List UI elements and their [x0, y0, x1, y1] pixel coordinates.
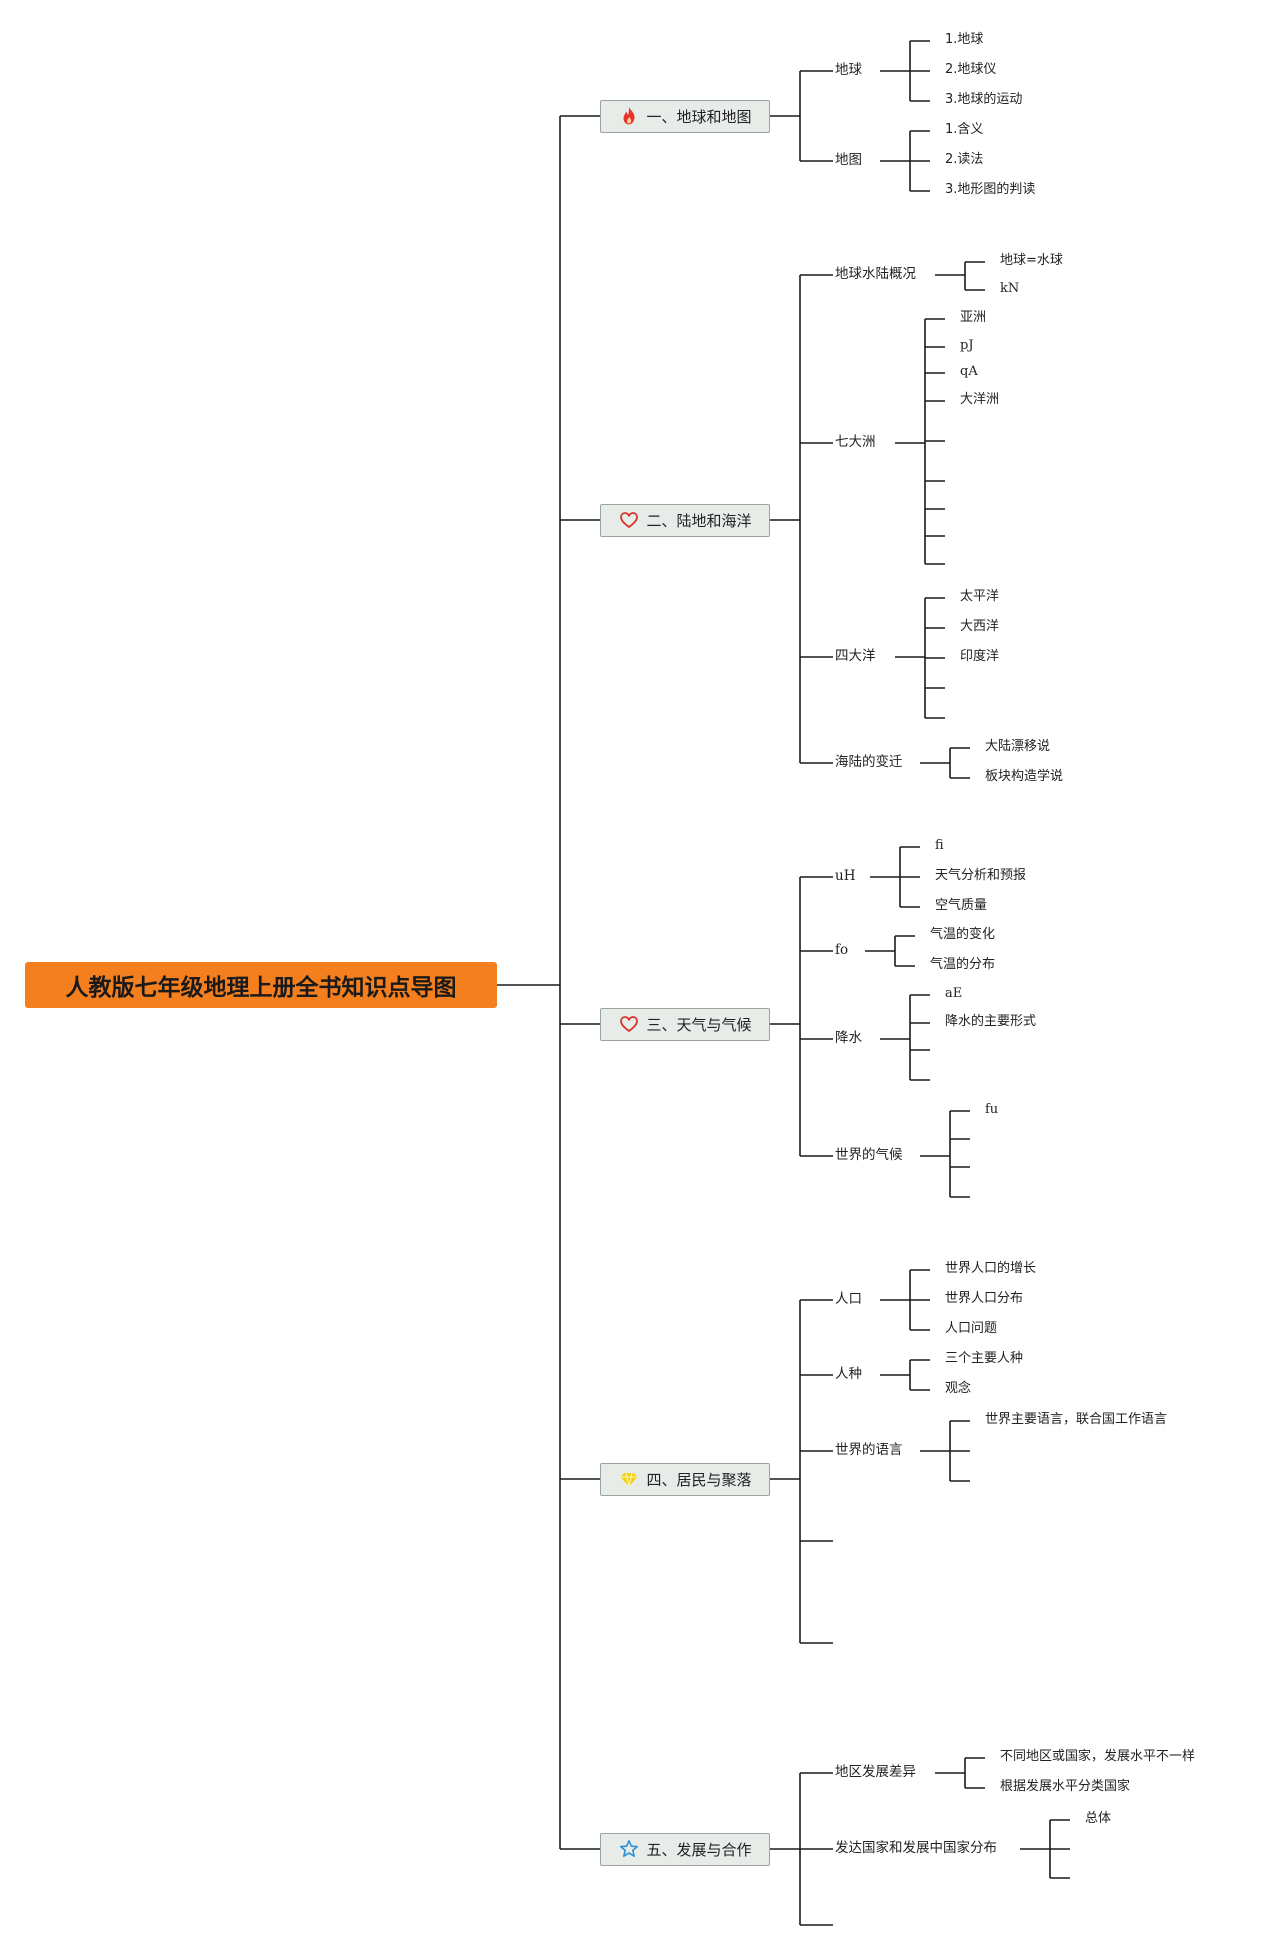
section-topic-4[interactable]: 四、居民与聚落 [600, 1462, 770, 1496]
leaf-topic[interactable]: 天气分析和预报 [935, 868, 1027, 883]
leaf-topic[interactable]: kN [1000, 281, 1020, 296]
leaf-topic[interactable]: 1.地球 [945, 32, 984, 47]
leaf-topic[interactable]: 大洋洲 [960, 392, 1000, 407]
section-topic-5[interactable]: 五、发展与合作 [600, 1832, 770, 1866]
section-topic-label: 五、发展与合作 [646, 1840, 752, 1859]
leaf-topic[interactable]: 板块构造学说 [985, 769, 1064, 784]
leaf-topic[interactable]: fu [985, 1102, 999, 1117]
subtopic[interactable]: 人口 [835, 1291, 862, 1307]
leaf-topic[interactable]: 人口问题 [945, 1321, 998, 1336]
leaf-topic[interactable]: 亚洲 [960, 310, 987, 325]
leaf-topic[interactable]: 2.读法 [945, 152, 984, 167]
leaf-topic[interactable]: pJ [960, 338, 974, 353]
leaf-topic[interactable]: 大西洋 [960, 619, 1000, 634]
fire-icon [618, 105, 640, 127]
subtopic[interactable]: 四大洋 [835, 648, 876, 664]
leaf-topic[interactable]: 大陆漂移说 [985, 739, 1051, 754]
section-topic-1[interactable]: 一、地球和地图 [600, 99, 770, 133]
gem-icon [618, 1468, 640, 1490]
heart-icon [618, 509, 640, 531]
leaf-topic[interactable]: 印度洋 [960, 649, 1000, 664]
subtopic[interactable]: uH [835, 868, 856, 884]
subtopic[interactable]: 地球水陆概况 [835, 266, 916, 282]
subtopic[interactable]: 世界的气候 [835, 1147, 903, 1163]
section-topic-label: 四、居民与聚落 [646, 1470, 752, 1489]
section-topic-label: 三、天气与气候 [646, 1015, 752, 1034]
leaf-topic[interactable]: 世界主要语言，联合国工作语言 [985, 1412, 1168, 1427]
leaf-topic[interactable]: 降水的主要形式 [945, 1014, 1037, 1029]
subtopic[interactable]: 人种 [835, 1366, 862, 1382]
leaf-topic[interactable]: 地球=水球 [1000, 253, 1063, 268]
subtopic[interactable]: 地球 [835, 62, 862, 78]
section-topic-label: 一、地球和地图 [646, 107, 752, 126]
subtopic[interactable]: 发达国家和发展中国家分布 [835, 1840, 997, 1856]
leaf-topic[interactable]: 3.地形图的判读 [945, 182, 1036, 197]
leaf-topic[interactable]: 2.地球仪 [945, 62, 997, 77]
leaf-topic[interactable]: 1.含义 [945, 122, 984, 137]
leaf-topic[interactable]: 观念 [945, 1381, 972, 1396]
subtopic[interactable]: 七大洲 [835, 434, 876, 450]
leaf-topic[interactable]: qA [960, 364, 978, 379]
subtopic[interactable]: fo [835, 942, 849, 958]
leaf-topic[interactable]: 气温的变化 [930, 927, 996, 942]
subtopic[interactable]: 降水 [835, 1030, 862, 1046]
subtopic[interactable]: 地图 [835, 152, 862, 168]
leaf-topic[interactable]: 不同地区或国家，发展水平不一样 [1000, 1749, 1196, 1764]
heart-icon [618, 1013, 640, 1035]
leaf-topic[interactable]: 太平洋 [960, 589, 1000, 604]
subtopic[interactable]: 海陆的变迁 [835, 754, 903, 770]
leaf-topic[interactable]: 总体 [1085, 1811, 1112, 1826]
leaf-topic[interactable]: 空气质量 [935, 898, 988, 913]
subtopic[interactable]: 地区发展差异 [835, 1764, 916, 1780]
section-topic-2[interactable]: 二、陆地和海洋 [600, 503, 770, 537]
leaf-topic[interactable]: aE [945, 986, 963, 1001]
leaf-topic[interactable]: 根据发展水平分类国家 [1000, 1779, 1131, 1794]
section-topic-label: 二、陆地和海洋 [646, 511, 752, 530]
subtopic[interactable]: 世界的语言 [835, 1442, 903, 1458]
leaf-topic[interactable]: 三个主要人种 [945, 1351, 1024, 1366]
section-topic-3[interactable]: 三、天气与气候 [600, 1007, 770, 1041]
leaf-topic[interactable]: 世界人口分布 [945, 1291, 1024, 1306]
leaf-topic[interactable]: 3.地球的运动 [945, 92, 1023, 107]
root-topic[interactable]: 人教版七年级地理上册全书知识点导图 [25, 962, 497, 1008]
star-icon [618, 1838, 640, 1860]
leaf-topic[interactable]: 气温的分布 [930, 957, 996, 972]
leaf-topic[interactable]: fi [935, 838, 944, 853]
leaf-topic[interactable]: 世界人口的增长 [945, 1261, 1037, 1276]
